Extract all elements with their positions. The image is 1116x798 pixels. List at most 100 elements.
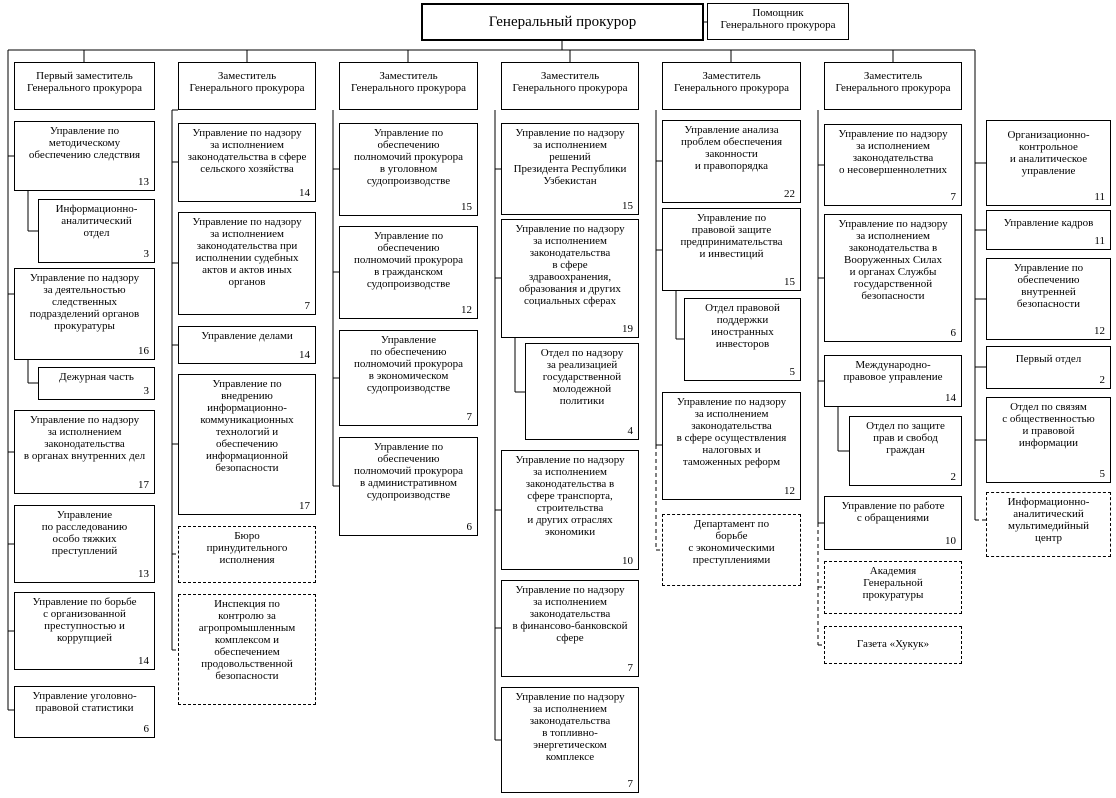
- unit-box: Академия Генеральной прокуратуры: [824, 561, 962, 614]
- unit-label: Газета «Хукук»: [856, 638, 930, 650]
- unit-box: Организационно- контрольное и аналитичес…: [986, 120, 1111, 206]
- staff-count: 7: [304, 300, 311, 312]
- unit-label: Управление по надзору за исполнением зак…: [515, 223, 625, 307]
- column-header-deputy-2: Заместитель Генерального прокурора: [178, 62, 316, 110]
- unit-label: Управление по расследованию особо тяжких…: [41, 509, 128, 557]
- unit-label: Управление по надзору за исполнением зак…: [23, 414, 146, 462]
- unit-label: Отдел правовой поддержки иностранных инв…: [705, 302, 780, 350]
- staff-count: 6: [950, 327, 957, 339]
- unit-box: Управление по обеспечению внутренней без…: [986, 258, 1111, 340]
- column-header-label: Заместитель Генерального прокурора: [351, 70, 466, 94]
- staff-count: 2: [950, 471, 957, 483]
- staff-count: 12: [461, 304, 472, 316]
- unit-label: Управление по надзору за исполнением зак…: [515, 691, 625, 763]
- unit-label: Управление по работе с обращениями: [841, 500, 945, 524]
- staff-count: 14: [299, 187, 310, 199]
- unit-box: Управление по надзору за исполнением зак…: [178, 212, 316, 315]
- unit-label: Управление по надзору за исполнением зак…: [676, 396, 787, 468]
- staff-count: 11: [1094, 191, 1105, 203]
- unit-label: Управление по обеспечению полномочий про…: [353, 230, 464, 290]
- staff-count: 19: [622, 323, 633, 335]
- unit-box: Управление по надзору за исполнением зак…: [501, 219, 639, 338]
- staff-count: 7: [627, 662, 634, 674]
- unit-box: Управление по борьбе с организованной пр…: [14, 592, 155, 670]
- unit-box: Отдел по связям с общественностью и прав…: [986, 397, 1111, 483]
- column-header-label: Заместитель Генерального прокурора: [835, 70, 951, 94]
- column-header-deputy-6: Заместитель Генерального прокурора: [824, 62, 962, 110]
- unit-label: Управление уголовно- правовой статистики: [32, 690, 137, 714]
- unit-box: Управление по работе с обращениями 10: [824, 496, 962, 550]
- unit-box: Информационно- аналитический мультимедий…: [986, 492, 1111, 557]
- staff-count: 6: [466, 521, 473, 533]
- unit-label: Управление делами: [201, 330, 293, 342]
- unit-box: Управление делами 14: [178, 326, 316, 364]
- staff-count: 22: [784, 188, 795, 200]
- staff-count: 13: [138, 176, 149, 188]
- staff-count: 14: [945, 392, 956, 404]
- unit-box: Управление по обеспечению полномочий про…: [339, 226, 478, 319]
- unit-label: Управление по надзору за исполнением зак…: [187, 127, 307, 175]
- unit-box: Управление по надзору за исполнением зак…: [501, 450, 639, 570]
- unit-label: Управление по надзору за исполнением зак…: [838, 128, 948, 176]
- unit-label: Департамент по борьбе с экономическими п…: [688, 518, 775, 566]
- unit-label: Управление по борьбе с организованной пр…: [32, 596, 137, 644]
- staff-count: 7: [627, 778, 634, 790]
- unit-box: Газета «Хукук»: [824, 626, 962, 664]
- unit-box: Управление по надзору за исполнением зак…: [824, 214, 962, 342]
- unit-label: Управление по надзору за исполнением зак…: [515, 454, 625, 538]
- unit-label: Отдел по связям с общественностью и прав…: [1002, 401, 1095, 449]
- unit-box: Управление по надзору за исполнением зак…: [501, 687, 639, 793]
- unit-box: Информационно- аналитический отдел 3: [38, 199, 155, 263]
- unit-box: Управление кадров 11: [986, 210, 1111, 250]
- staff-count: 14: [299, 349, 310, 361]
- staff-count: 10: [622, 555, 633, 567]
- staff-count: 5: [1099, 468, 1106, 480]
- unit-label: Инспекция по контролю за агропромышленны…: [198, 598, 296, 682]
- staff-count: 3: [143, 248, 150, 260]
- unit-label: Управление анализа проблем обеспечения з…: [680, 124, 783, 172]
- unit-label: Управление по надзору за деятельностью с…: [29, 272, 140, 332]
- unit-label: Управление по внедрению информационно- к…: [200, 378, 294, 474]
- staff-count: 13: [138, 568, 149, 580]
- unit-box: Управление по обеспечению полномочий про…: [339, 123, 478, 216]
- unit-label: Информационно- аналитический отдел: [55, 203, 138, 239]
- column-header-label: Заместитель Генерального прокурора: [674, 70, 789, 94]
- column-header-label: Заместитель Генерального прокурора: [189, 70, 305, 94]
- staff-count: 15: [622, 200, 633, 212]
- unit-label: Управление кадров: [1003, 217, 1094, 229]
- staff-count: 4: [627, 425, 634, 437]
- unit-label: Управление по надзору за исполнением реш…: [513, 127, 627, 187]
- unit-box: Управление по надзору за деятельностью с…: [14, 268, 155, 360]
- staff-count: 15: [784, 276, 795, 288]
- staff-count: 11: [1094, 235, 1105, 247]
- unit-label: Отдел по защите прав и свобод граждан: [866, 420, 945, 456]
- general-prosecutor-box: Генеральный прокурор: [421, 3, 704, 41]
- assistant-label: Помощник Генерального прокурора: [720, 7, 836, 31]
- column-header-label: Заместитель Генерального прокурора: [512, 70, 628, 94]
- unit-label: Управление по надзору за исполнением зак…: [192, 216, 302, 288]
- unit-box: Дежурная часть 3: [38, 367, 155, 400]
- column-header-label: Первый заместитель Генерального прокурор…: [27, 70, 142, 94]
- unit-label: Управление по обеспечению внутренней без…: [1013, 262, 1084, 310]
- unit-box: Управление по методическому обеспечению …: [14, 121, 155, 191]
- staff-count: 17: [138, 479, 149, 491]
- unit-box: Управление по надзору за исполнением зак…: [501, 580, 639, 677]
- unit-box: Управление анализа проблем обеспечения з…: [662, 120, 801, 203]
- staff-count: 15: [461, 201, 472, 213]
- unit-box: Управление по расследованию особо тяжких…: [14, 505, 155, 583]
- unit-box: Департамент по борьбе с экономическими п…: [662, 514, 801, 586]
- column-header-first-deputy: Первый заместитель Генерального прокурор…: [14, 62, 155, 110]
- staff-count: 6: [143, 723, 150, 735]
- column-header-deputy-4: Заместитель Генерального прокурора: [501, 62, 639, 110]
- staff-count: 2: [1099, 374, 1106, 386]
- unit-box: Управление по надзору за исполнением зак…: [14, 410, 155, 494]
- unit-box: Управление по надзору за исполнением зак…: [662, 392, 801, 500]
- staff-count: 7: [466, 411, 473, 423]
- staff-count: 10: [945, 535, 956, 547]
- unit-box: Управление по внедрению информационно- к…: [178, 374, 316, 515]
- unit-box: Управление по обеспечению полномочий про…: [339, 330, 478, 426]
- unit-label: Организационно- контрольное и аналитичес…: [1007, 129, 1090, 177]
- unit-label: Управление по обеспечению полномочий про…: [353, 334, 464, 394]
- staff-count: 3: [143, 385, 150, 397]
